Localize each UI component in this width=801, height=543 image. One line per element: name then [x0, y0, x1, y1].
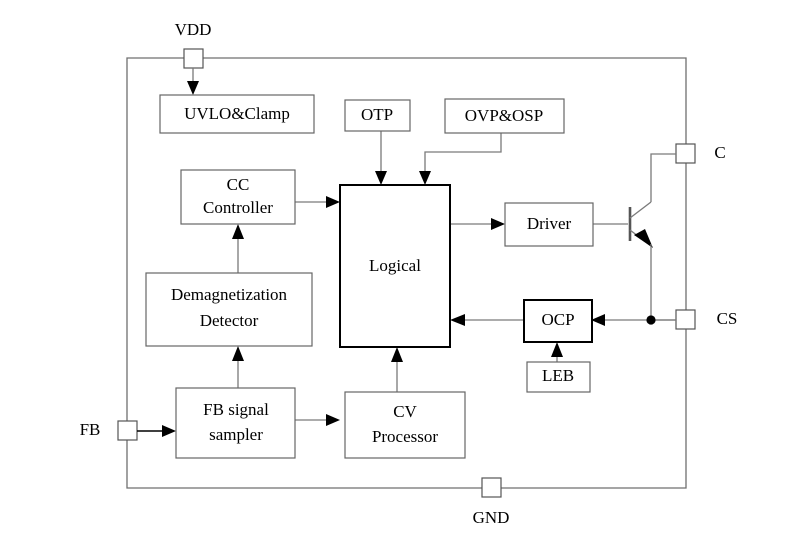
- block-uvlo-clamp-label: UVLO&Clamp: [184, 104, 290, 123]
- arrowhead-otp-to-logical: [375, 171, 387, 185]
- arrowhead-demag-to-cc: [232, 224, 244, 239]
- arrowhead-fbsampler-to-demag: [232, 346, 244, 361]
- block-cv-processor[interactable]: CV Processor: [344, 391, 466, 459]
- block-ocp-rect[interactable]: [523, 299, 593, 343]
- pin-cs[interactable]: CS: [675, 309, 738, 330]
- pin-gnd-label: GND: [473, 508, 510, 527]
- pad-fb-square[interactable]: [117, 420, 138, 441]
- block-demagnetization-detector-rect[interactable]: [145, 272, 313, 347]
- arrowhead-cv-to-logical: [391, 347, 403, 362]
- pad-c-square[interactable]: [675, 143, 696, 164]
- junction-dot-cs-sense: [646, 315, 656, 325]
- wire-transistor-collector-to-c: [650, 153, 676, 202]
- block-uvlo-clamp-rect[interactable]: [159, 94, 315, 134]
- block-cc-controller-label-line2: Controller: [203, 198, 273, 217]
- block-cv-processor-rect[interactable]: [344, 391, 466, 459]
- block-fb-signal-sampler-label-line1: FB signal: [203, 400, 269, 419]
- pin-fb-label: FB: [80, 420, 101, 439]
- block-fb-signal-sampler[interactable]: FB signal sampler: [175, 387, 296, 459]
- block-driver-rect[interactable]: [504, 202, 594, 247]
- pin-c-label: C: [714, 143, 725, 162]
- block-logical-rect[interactable]: [339, 184, 451, 348]
- transistor-emitter-arrowhead: [634, 229, 653, 248]
- block-logical[interactable]: Logical: [339, 184, 451, 348]
- arrowhead-cc-to-logical: [326, 196, 340, 208]
- block-demagnetization-detector-label-line1: Demagnetization: [171, 285, 288, 304]
- block-ovp-osp-rect[interactable]: [444, 98, 565, 134]
- block-ovp-osp[interactable]: OVP&OSP: [444, 98, 565, 134]
- arrowhead-leb-to-ocp: [551, 342, 563, 357]
- block-leb-rect[interactable]: [526, 361, 591, 393]
- block-ocp-label: OCP: [541, 310, 574, 329]
- pin-cs-label: CS: [717, 309, 738, 328]
- wire-transistor-emitter-to-cs: [650, 244, 676, 321]
- block-ocp[interactable]: OCP: [523, 299, 593, 343]
- block-demagnetization-detector[interactable]: Demagnetization Detector: [145, 272, 313, 347]
- chip-boundary: [126, 57, 687, 489]
- arrowhead-vdd-to-uvlo: [187, 81, 199, 95]
- pad-vdd-square[interactable]: [183, 48, 204, 69]
- block-cc-controller-label-line1: CC: [227, 175, 250, 194]
- block-logical-label: Logical: [369, 256, 421, 275]
- npn-bjt-transistor: [628, 201, 653, 248]
- pad-gnd-square[interactable]: [481, 477, 502, 498]
- block-otp-label: OTP: [361, 105, 393, 124]
- block-driver[interactable]: Driver: [504, 202, 594, 247]
- block-otp-rect[interactable]: [344, 99, 411, 132]
- block-cv-processor-label-line2: Processor: [372, 427, 438, 446]
- pin-vdd[interactable]: VDD: [175, 20, 212, 69]
- pad-cs-square[interactable]: [675, 309, 696, 330]
- block-otp[interactable]: OTP: [344, 99, 411, 132]
- block-leb[interactable]: LEB: [526, 361, 591, 393]
- arrowhead-ovp-to-logical: [419, 171, 431, 185]
- arrowhead-logical-to-driver: [491, 218, 505, 230]
- block-driver-label: Driver: [527, 214, 572, 233]
- block-cv-processor-label-line1: CV: [393, 402, 417, 421]
- pin-c[interactable]: C: [675, 143, 726, 164]
- arrowhead-cs-to-ocp: [591, 314, 605, 326]
- pin-fb[interactable]: FB: [80, 420, 138, 441]
- block-fb-signal-sampler-label-line2: sampler: [209, 425, 263, 444]
- block-uvlo-clamp[interactable]: UVLO&Clamp: [159, 94, 315, 134]
- wire-ovp-to-logical: [424, 133, 502, 176]
- arrowhead-fbsampler-to-cv: [326, 414, 340, 426]
- pin-vdd-label: VDD: [175, 20, 212, 39]
- block-cc-controller-rect[interactable]: [180, 169, 296, 225]
- arrowhead-fb-to-fbsampler: [162, 425, 176, 437]
- arrowhead-ocp-to-logical: [450, 314, 465, 326]
- block-fb-signal-sampler-rect[interactable]: [175, 387, 296, 459]
- block-ovp-osp-label: OVP&OSP: [465, 106, 543, 125]
- pin-gnd[interactable]: GND: [473, 477, 510, 527]
- block-demagnetization-detector-label-line2: Detector: [200, 311, 259, 330]
- transistor-collector-leg: [629, 201, 652, 219]
- block-leb-label: LEB: [542, 366, 574, 385]
- block-cc-controller[interactable]: CC Controller: [180, 169, 296, 225]
